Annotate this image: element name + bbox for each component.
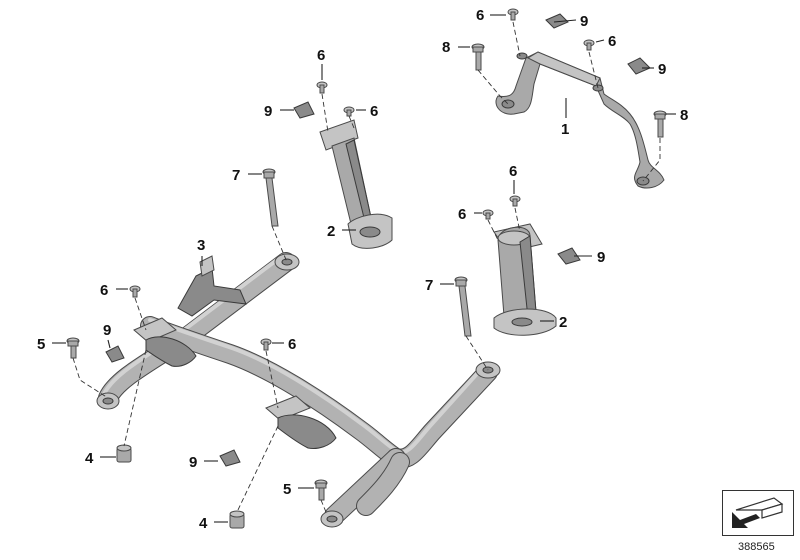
callout-leaders bbox=[52, 14, 676, 523]
callout-9: 9 bbox=[264, 103, 272, 120]
screw-mid-right bbox=[343, 106, 355, 117]
callout-8: 8 bbox=[680, 107, 688, 124]
callout-9: 9 bbox=[189, 454, 197, 471]
callout-2: 2 bbox=[559, 314, 567, 331]
callout-5: 5 bbox=[37, 336, 45, 353]
callout-7: 7 bbox=[425, 277, 433, 294]
callout-4: 4 bbox=[199, 515, 208, 532]
part-4-foot-right bbox=[229, 510, 245, 529]
part-6-screws bbox=[129, 8, 595, 351]
left-mount-plate bbox=[133, 317, 197, 367]
part-9-nuts bbox=[105, 13, 651, 467]
callout-6: 6 bbox=[370, 103, 378, 120]
callout-labels: 6 9 8 6 9 8 1 6 9 6 6 6 9 2 2 7 7 3 6 6 … bbox=[37, 7, 688, 532]
nut-lower bbox=[219, 449, 241, 467]
callout-8: 8 bbox=[442, 39, 450, 56]
callout-3: 3 bbox=[197, 237, 205, 254]
assembly-lines bbox=[72, 21, 661, 513]
diagram-number: 388565 bbox=[738, 541, 775, 553]
right-mount-plate bbox=[265, 395, 337, 449]
part-2-lower-stand bbox=[493, 223, 557, 336]
part-7-bolt-left bbox=[262, 168, 279, 227]
callout-6: 6 bbox=[608, 33, 616, 50]
navigation-symbol-icon bbox=[722, 490, 794, 536]
callout-6: 6 bbox=[288, 336, 296, 353]
nut-mid-upper bbox=[293, 101, 315, 119]
main-frame bbox=[96, 252, 501, 528]
part-8-bolt-left bbox=[471, 43, 485, 71]
callout-7: 7 bbox=[232, 167, 240, 184]
nut-top-right bbox=[545, 13, 569, 29]
callout-2: 2 bbox=[327, 223, 335, 240]
nut-right-mid bbox=[557, 247, 581, 265]
callout-6: 6 bbox=[317, 47, 325, 64]
screw-right-mid-b bbox=[482, 209, 494, 220]
callout-9: 9 bbox=[580, 13, 588, 30]
callout-6: 6 bbox=[100, 282, 108, 299]
screw-center bbox=[260, 338, 272, 351]
callout-4: 4 bbox=[85, 450, 94, 467]
part-4-foot-left bbox=[116, 444, 132, 463]
screw-right-mid-a bbox=[509, 195, 521, 207]
callout-9: 9 bbox=[597, 249, 605, 266]
nut-right bbox=[627, 57, 651, 75]
callout-6: 6 bbox=[476, 7, 484, 24]
callout-5: 5 bbox=[283, 481, 291, 498]
part-5-bolt-left bbox=[66, 337, 80, 359]
part-7-bolt-right bbox=[454, 276, 472, 337]
part-5-bolt-right bbox=[314, 479, 328, 501]
screw-top-right bbox=[507, 8, 519, 21]
callout-9: 9 bbox=[103, 322, 111, 339]
screw-left bbox=[129, 285, 141, 298]
callout-6: 6 bbox=[458, 206, 466, 223]
callout-9: 9 bbox=[658, 61, 666, 78]
part-2-upper-stand bbox=[319, 119, 393, 249]
callout-1: 1 bbox=[561, 121, 569, 138]
screw-mid-top bbox=[316, 81, 328, 94]
nut-left bbox=[105, 345, 125, 363]
part-8-bolt-right bbox=[653, 110, 667, 138]
screw-right-upper bbox=[583, 39, 595, 51]
part-3-bracket bbox=[177, 255, 247, 317]
part-1-bracket bbox=[495, 51, 665, 189]
callout-6: 6 bbox=[509, 163, 517, 180]
